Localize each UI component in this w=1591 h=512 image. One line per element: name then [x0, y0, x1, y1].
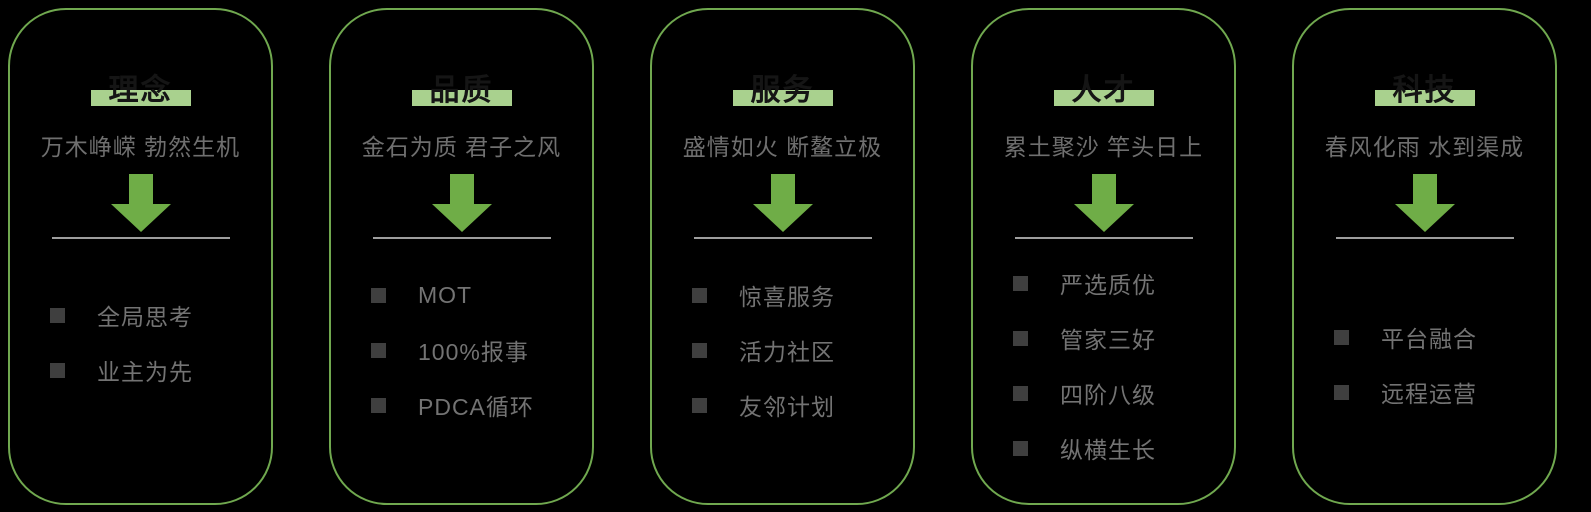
square-bullet-icon [50, 362, 65, 378]
card-title-text: 理念 [108, 74, 173, 107]
arrow-stem [770, 174, 795, 204]
square-bullet-icon [1334, 329, 1349, 345]
card-title-text: 品质 [429, 74, 494, 107]
list-item: 远程运营 [1334, 377, 1555, 407]
arrow-stem [1091, 174, 1116, 204]
pillar-card-concept: 理念 万木峥嵘 勃然生机 全局思考 业主为先 [8, 8, 273, 505]
title-highlight-bar [1374, 90, 1475, 106]
divider-line [51, 237, 230, 239]
item-label: 友邻计划 [739, 394, 835, 420]
card-subtitle: 金石为质 君子之风 [361, 134, 562, 160]
pillar-card-technology: 科技 春风化雨 水到渠成 平台融合 远程运营 [1292, 8, 1557, 505]
list-item: PDCA循环 [371, 390, 592, 420]
bullet-list: 惊喜服务 活力社区 友邻计划 [652, 280, 913, 420]
card-subtitle: 春风化雨 水到渠成 [1324, 134, 1525, 160]
card-subtitle: 累土聚沙 竿头日上 [1003, 134, 1204, 160]
divider-line [372, 237, 551, 239]
item-label: 远程运营 [1381, 381, 1477, 407]
item-label: PDCA循环 [418, 394, 534, 420]
item-label: 四阶八级 [1060, 382, 1156, 408]
card-title-text: 科技 [1392, 74, 1457, 107]
bullet-list: MOT 100%报事 PDCA循环 [331, 280, 592, 420]
divider-line [1014, 237, 1193, 239]
square-bullet-icon [1013, 275, 1028, 291]
arrow-stem [128, 174, 153, 204]
divider-line [693, 237, 872, 239]
list-item: 管家三好 [1013, 323, 1234, 353]
arrow-head [1394, 204, 1455, 232]
square-bullet-icon [1013, 330, 1028, 346]
square-bullet-icon [1334, 384, 1349, 400]
list-item: 惊喜服务 [692, 280, 913, 310]
square-bullet-icon [371, 397, 386, 413]
item-label: 惊喜服务 [739, 284, 835, 310]
arrow-head [110, 204, 171, 232]
item-label: 严选质优 [1060, 272, 1156, 298]
square-bullet-icon [1013, 385, 1028, 401]
square-bullet-icon [50, 307, 65, 323]
list-item: 四阶八级 [1013, 378, 1234, 408]
title-highlight-bar [732, 90, 833, 106]
down-arrow-icon [752, 174, 813, 232]
pillar-card-talent: 人才 累土聚沙 竿头日上 严选质优 管家三好 四阶八级 纵横生长 [971, 8, 1236, 505]
square-bullet-icon [692, 287, 707, 303]
down-arrow-icon [110, 174, 171, 232]
list-item: 纵横生长 [1013, 433, 1234, 463]
list-item: 平台融合 [1334, 322, 1555, 352]
card-subtitle: 盛情如火 断鳌立极 [682, 134, 883, 160]
item-label: 全局思考 [97, 304, 193, 330]
arrow-stem [449, 174, 474, 204]
down-arrow-icon [431, 174, 492, 232]
pillar-card-service: 服务 盛情如火 断鳌立极 惊喜服务 活力社区 友邻计划 [650, 8, 915, 505]
card-title: 服务 [652, 74, 913, 106]
divider-line [1335, 237, 1514, 239]
list-item: 友邻计划 [692, 390, 913, 420]
item-label: 纵横生长 [1060, 437, 1156, 463]
bullet-list: 全局思考 业主为先 [10, 300, 271, 385]
item-label: 活力社区 [739, 339, 835, 365]
title-highlight-bar [90, 90, 191, 106]
list-item: 活力社区 [692, 335, 913, 365]
square-bullet-icon [692, 397, 707, 413]
card-title-text: 服务 [750, 74, 815, 107]
list-item: 业主为先 [50, 355, 271, 385]
card-subtitle: 万木峥嵘 勃然生机 [40, 134, 241, 160]
square-bullet-icon [371, 342, 386, 358]
item-label: 业主为先 [97, 359, 193, 385]
item-label: 100%报事 [418, 339, 529, 365]
square-bullet-icon [1013, 440, 1028, 456]
card-title: 人才 [973, 74, 1234, 106]
bullet-list: 平台融合 远程运营 [1294, 322, 1555, 407]
list-item: 全局思考 [50, 300, 271, 330]
card-title: 理念 [10, 74, 271, 106]
item-label: MOT [418, 281, 473, 308]
arrow-stem [1412, 174, 1437, 204]
list-item: 100%报事 [371, 335, 592, 365]
card-title-text: 人才 [1071, 74, 1136, 107]
card-title: 科技 [1294, 74, 1555, 106]
arrow-head [1073, 204, 1134, 232]
title-highlight-bar [1053, 90, 1154, 106]
pillar-card-quality: 品质 金石为质 君子之风 MOT 100%报事 PDCA循环 [329, 8, 594, 505]
square-bullet-icon [371, 287, 386, 303]
down-arrow-icon [1073, 174, 1134, 232]
list-item: 严选质优 [1013, 268, 1234, 298]
arrow-head [431, 204, 492, 232]
title-highlight-bar [411, 90, 512, 106]
list-item: MOT [371, 280, 592, 310]
down-arrow-icon [1394, 174, 1455, 232]
item-label: 平台融合 [1381, 326, 1477, 352]
item-label: 管家三好 [1060, 327, 1156, 353]
bullet-list: 严选质优 管家三好 四阶八级 纵横生长 [973, 268, 1234, 463]
square-bullet-icon [692, 342, 707, 358]
card-title: 品质 [331, 74, 592, 106]
arrow-head [752, 204, 813, 232]
